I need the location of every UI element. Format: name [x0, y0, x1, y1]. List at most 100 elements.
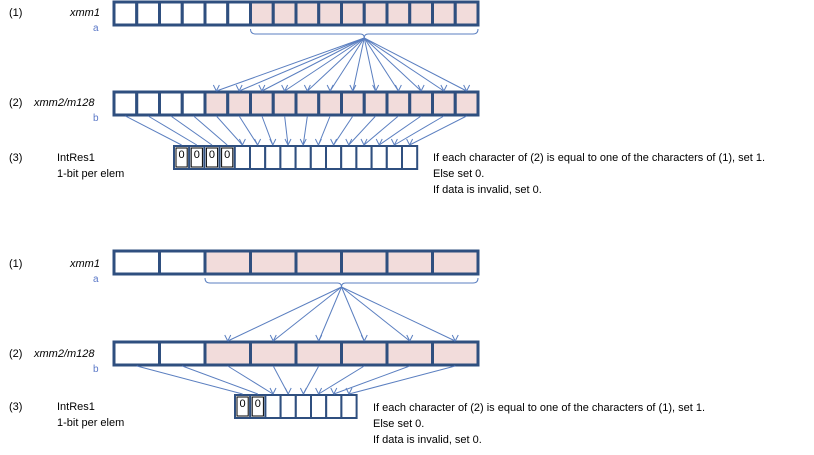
s2-row3-name: IntRes1 [57, 401, 95, 413]
s1-row2-cell [431, 90, 457, 117]
s2-row2-cell [203, 340, 252, 367]
s1-row3-zero-box [190, 147, 203, 168]
s2-bracket [204, 277, 479, 288]
s2-row3-desc: 1-bit per elem [57, 417, 125, 429]
s1-fan-line [329, 37, 365, 92]
s1-row3-cell [249, 145, 267, 170]
s1-row1-cell [431, 0, 457, 27]
s2-row1-sub: a [93, 274, 99, 285]
s1-map-arrowhead [254, 138, 262, 146]
s1-map-arrowhead [360, 138, 368, 146]
s1-map-line [238, 115, 259, 146]
s2-row1-cell [340, 249, 389, 276]
s1-row3-zero-value: 0 [178, 149, 185, 161]
s1-row1-cell [317, 0, 343, 27]
s1-fan-line [216, 37, 365, 92]
s2-fan-line [227, 286, 342, 342]
s1-row3-cell [370, 145, 388, 170]
s2-fan-line [341, 286, 456, 342]
s1-map-line [261, 115, 274, 146]
s1-row1-cell [158, 0, 184, 27]
s2-row2-index: (2) [9, 348, 23, 360]
s1-row2-cell [340, 90, 366, 117]
s1-row2-cell [271, 90, 298, 117]
s1-note-line: If each character of (2) is equal to one… [433, 152, 766, 164]
s1-row3-cell [325, 145, 343, 170]
s1-row2-cell [135, 90, 161, 117]
s1-row3-cell [264, 145, 282, 170]
s1-fan-line [363, 37, 399, 92]
s2-row3-notes: If each character of (2) is equal to one… [373, 400, 705, 448]
s2-row3-cell [264, 394, 282, 419]
s2-row3-cell [325, 394, 343, 419]
s1-row2-name: xmm2/m128 [34, 97, 95, 109]
s1-row1-cell [226, 0, 252, 27]
s2-row1-cell [431, 249, 480, 276]
s2-row1-cell [158, 249, 207, 276]
s1-row3-zero-box [221, 147, 234, 168]
s1-row3-zero-value: 0 [193, 149, 200, 161]
s1-fan-line [307, 37, 365, 92]
s1-row3-zero-value: 0 [208, 149, 216, 161]
s2-map-arrowhead [315, 387, 323, 395]
s2-row2-cell [249, 340, 298, 367]
s1-fan-line [261, 37, 365, 92]
s2-row2-cell [294, 340, 343, 367]
s1-fan-arrowhead [281, 84, 289, 92]
s2-row1-cell [203, 249, 252, 276]
s2-note-line: If data is invalid, set 0. [373, 434, 482, 446]
s1-row2-cell [294, 90, 321, 117]
s1-row2-cell [112, 90, 139, 117]
s1-fan-line [363, 37, 377, 92]
s1-fan-line [364, 37, 467, 92]
s1-row1-cell [249, 0, 275, 27]
s1-map-line [170, 115, 213, 146]
s1-fan-line [238, 37, 365, 92]
s1-row2-cell [385, 90, 412, 117]
s1-row1-cell [453, 0, 480, 27]
s2-row1-cell [249, 249, 298, 276]
s1-fan-line [352, 37, 365, 92]
s2-map-arrowhead [284, 387, 292, 395]
s1-fan-arrowhead [212, 84, 220, 92]
s2-note-line: Else set 0. [373, 418, 425, 430]
s2-row1-cell [385, 249, 434, 276]
s2-row3-cell [294, 394, 312, 419]
s2-map-arrowhead [299, 387, 307, 395]
s1-map-line [363, 115, 399, 146]
s1-map-arrowhead [238, 138, 246, 146]
s2-row3-zero-value: 0 [239, 398, 246, 410]
s1-fan-arrowhead [372, 84, 380, 92]
s1-row1-cell [180, 0, 207, 27]
s2-row3-cell [340, 394, 358, 419]
s1-row3-cell [355, 145, 373, 170]
s1-fan-arrowhead [235, 84, 243, 92]
s1-row1-cell [203, 0, 230, 27]
s1-row1-cell [385, 0, 412, 27]
s1-fan-arrowhead [440, 84, 448, 92]
s1-row2-cell [453, 90, 480, 117]
s1-fan-line [363, 37, 422, 92]
s2-row1-cell [112, 249, 161, 276]
s2-row2-cell [385, 340, 434, 367]
s1-row3-zero-box [205, 147, 219, 168]
s1-fan-arrowhead [417, 84, 425, 92]
s2-row2-cell [112, 340, 161, 367]
s1-fan-arrowhead [326, 84, 334, 92]
s2-fan-arrowhead [360, 334, 368, 342]
s1-row2-cell [226, 90, 252, 117]
s2-row3-zero-value: 0 [254, 398, 261, 410]
s2-fan-line [318, 286, 342, 342]
s2-fan-arrowhead [451, 334, 459, 342]
s2-fan-line [341, 286, 411, 342]
s1-map-line [302, 115, 308, 146]
s1-row3-cell [294, 145, 312, 170]
s1-row1-cell [362, 0, 389, 27]
s1-row2-cell [158, 90, 184, 117]
s1-note-line: If data is invalid, set 0. [433, 184, 542, 196]
s1-row3-zero-value: 0 [224, 149, 231, 161]
s1-row1-cell [112, 0, 139, 27]
s1-row1-cell [408, 0, 434, 27]
s1-row1-cell [271, 0, 298, 27]
